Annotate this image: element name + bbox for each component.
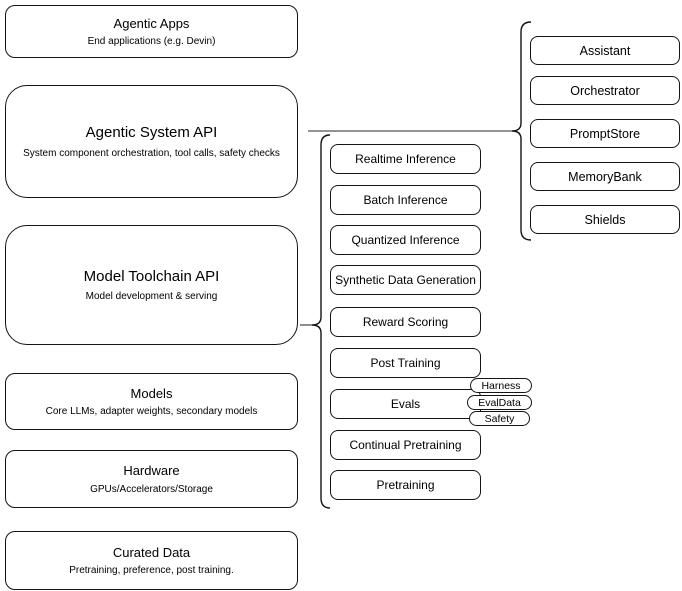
node-realtime-inference: Realtime Inference	[330, 144, 481, 174]
node-subtitle: System component orchestration, tool cal…	[23, 147, 280, 159]
node-subtitle: GPUs/Accelerators/Storage	[90, 483, 213, 495]
node-continual-pretraining: Continual Pretraining	[330, 430, 481, 460]
node-pretraining: Pretraining	[330, 470, 481, 500]
node-title: Agentic Apps	[113, 15, 190, 31]
node-memorybank: MemoryBank	[530, 162, 680, 191]
node-hardware: Hardware GPUs/Accelerators/Storage	[5, 450, 298, 508]
node-curated-data: Curated Data Pretraining, preference, po…	[5, 531, 298, 590]
node-orchestrator: Orchestrator	[530, 76, 680, 105]
node-title: Agentic System API	[85, 124, 218, 142]
node-subtitle: Model development & serving	[85, 291, 218, 303]
toolchain-brace	[311, 134, 331, 509]
tag-harness: Harness	[470, 378, 532, 393]
node-title: Hardware	[123, 463, 180, 479]
node-shields: Shields	[530, 205, 680, 234]
node-subtitle: Core LLMs, adapter weights, secondary mo…	[45, 406, 258, 418]
node-model-toolchain-api: Model Toolchain API Model development & …	[5, 225, 298, 345]
node-evals: Evals	[330, 389, 481, 419]
node-synthetic-data-generation: Synthetic Data Generation	[330, 265, 481, 295]
node-models: Models Core LLMs, adapter weights, secon…	[5, 373, 298, 430]
node-assistant: Assistant	[530, 36, 680, 65]
node-title: Models	[130, 385, 173, 401]
tag-safety: Safety	[469, 411, 530, 426]
node-post-training: Post Training	[330, 348, 481, 378]
node-title: Curated Data	[112, 544, 191, 560]
node-subtitle: Pretraining, preference, post training.	[69, 565, 234, 577]
node-agentic-system-api: Agentic System API System component orch…	[5, 85, 298, 198]
system-components-brace	[511, 21, 532, 241]
node-quantized-inference: Quantized Inference	[330, 225, 481, 255]
node-promptstore: PromptStore	[530, 119, 680, 148]
node-batch-inference: Batch Inference	[330, 185, 481, 215]
node-subtitle: End applications (e.g. Devin)	[87, 36, 216, 48]
node-reward-scoring: Reward Scoring	[330, 307, 481, 337]
node-agentic-apps: Agentic Apps End applications (e.g. Devi…	[5, 5, 298, 58]
node-title: Model Toolchain API	[83, 267, 220, 285]
tag-evaldata: EvalData	[467, 395, 532, 410]
